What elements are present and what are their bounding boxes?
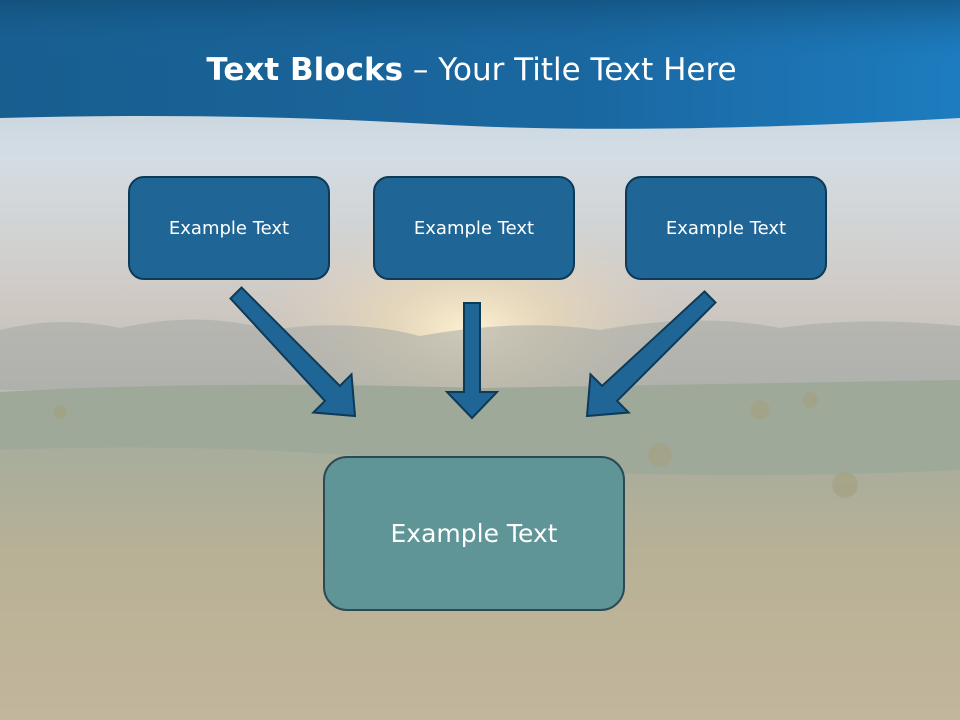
text-block-1: Example Text (128, 176, 330, 280)
text-block-1-label: Example Text (168, 217, 290, 239)
title-rest: Your Title Text Here (438, 52, 737, 88)
text-block-main: Example Text (323, 456, 625, 611)
title-bold: Text Blocks (206, 52, 404, 88)
text-block-2-label: Example Text (413, 217, 535, 239)
slide-title: Text Blocks – Your Title Text Here (0, 52, 943, 88)
arrow-left (229, 286, 357, 418)
text-block-2: Example Text (373, 176, 575, 280)
arrow-right (585, 290, 717, 418)
text-block-main-label: Example Text (390, 519, 558, 548)
title-separator: – (403, 52, 439, 88)
text-block-3: Example Text (625, 176, 827, 280)
text-block-3-label: Example Text (665, 217, 787, 239)
arrow-down (444, 302, 500, 420)
